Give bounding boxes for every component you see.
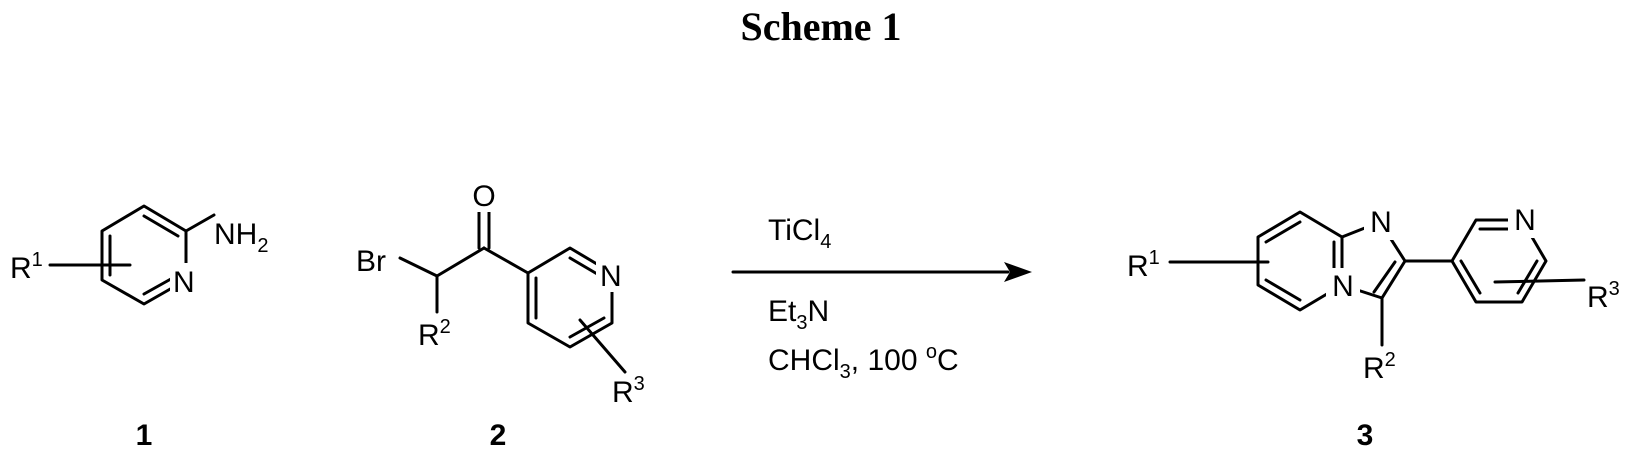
compound-number-1: 1 <box>136 419 153 452</box>
reagent-label: TiCl4 <box>768 214 831 253</box>
pyridyl-nitrogen-label: N <box>1514 204 1536 237</box>
amine-bond <box>186 215 214 231</box>
double-bond <box>144 216 178 236</box>
ring-nitrogen-label: N <box>600 260 622 293</box>
ring-nitrogen-label: N <box>173 266 195 299</box>
double-bond <box>1266 280 1300 300</box>
compound-3: N N N R1 R2 R3 3 <box>1127 202 1620 452</box>
compound-1: N NH2 R1 1 <box>10 206 268 452</box>
imidazole-nitrogen-label: N <box>1370 206 1392 239</box>
r1-label: R1 <box>10 249 43 285</box>
r3-substituent-bond <box>1495 280 1584 282</box>
double-bond <box>1461 261 1480 293</box>
carbonyl-oxygen-label: O <box>472 180 495 213</box>
compound-number-2: 2 <box>490 419 507 452</box>
scheme-title: Scheme 1 <box>740 4 901 49</box>
r2-label: R2 <box>418 316 451 352</box>
bromine-label: Br <box>356 245 386 278</box>
r3-label: R3 <box>612 373 645 409</box>
reaction-arrow <box>733 262 1032 282</box>
br-bond <box>400 258 437 276</box>
r1-label: R1 <box>1127 247 1160 283</box>
bridgehead-nitrogen-label: N <box>1332 270 1354 303</box>
r3-label: R3 <box>1587 278 1620 314</box>
compound-number-3: 3 <box>1357 419 1374 452</box>
compound-2: O N Br R2 R3 2 <box>356 178 645 452</box>
ketone-ring-bond <box>484 248 528 273</box>
amine-label: NH2 <box>214 218 268 257</box>
r2-label: R2 <box>1363 349 1396 385</box>
solvent-temperature-label: CHCl3, 100 oC <box>768 341 959 383</box>
double-bond <box>1518 261 1537 293</box>
base-label: Et3N <box>768 295 829 334</box>
chain-bond <box>437 248 484 276</box>
double-bond <box>1266 222 1300 242</box>
double-bond <box>1374 262 1395 292</box>
